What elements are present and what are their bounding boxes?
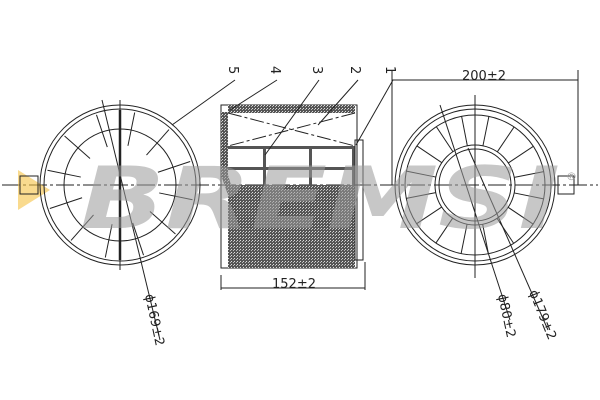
spoke — [508, 145, 534, 164]
spoke — [482, 224, 489, 254]
accent-mark — [18, 170, 50, 210]
part-label-4: 4 — [267, 66, 282, 74]
spoke — [49, 197, 83, 210]
spoke — [435, 126, 454, 152]
side-view — [171, 79, 394, 290]
spoke — [416, 206, 442, 225]
inner-diameter-label: ϕ80±2 — [494, 293, 518, 339]
spoke — [435, 217, 454, 244]
spoke — [406, 170, 436, 178]
spoke — [507, 206, 534, 225]
spoke — [159, 192, 193, 201]
diameter-leader — [101, 99, 161, 341]
outer-diameter-label: ϕ179±2 — [525, 288, 559, 342]
clip-icon — [19, 175, 39, 195]
part-label-3: 3 — [309, 66, 324, 74]
spoke — [496, 218, 515, 244]
spoke — [482, 116, 490, 146]
spoke — [460, 224, 468, 254]
spoke — [104, 224, 113, 258]
brand-watermark: BREMSI — [80, 149, 560, 249]
part-label-1: 1 — [382, 66, 397, 74]
registered-mark: ® — [566, 170, 577, 183]
spoke — [157, 160, 191, 173]
length-label: 152±2 — [272, 277, 316, 292]
left-diameter-label: ϕ169±2 — [141, 293, 167, 348]
spoke — [416, 145, 443, 164]
spoke — [514, 171, 544, 178]
spoke — [132, 222, 145, 256]
spoke — [514, 192, 544, 200]
spoke — [95, 114, 108, 148]
spoke — [149, 211, 176, 235]
spoke — [496, 126, 515, 153]
width-label: 200±2 — [462, 69, 506, 84]
spoke — [70, 214, 94, 241]
right-end-view — [391, 70, 579, 331]
spoke — [406, 192, 436, 199]
left-end-view — [19, 99, 201, 341]
spoke — [64, 135, 91, 159]
part-label-5: 5 — [225, 66, 240, 74]
spoke — [146, 129, 170, 156]
spoke — [47, 169, 81, 178]
spoke — [461, 116, 468, 146]
part-label-2: 2 — [347, 66, 362, 74]
spoke — [127, 112, 136, 146]
clip-icon — [557, 175, 575, 195]
